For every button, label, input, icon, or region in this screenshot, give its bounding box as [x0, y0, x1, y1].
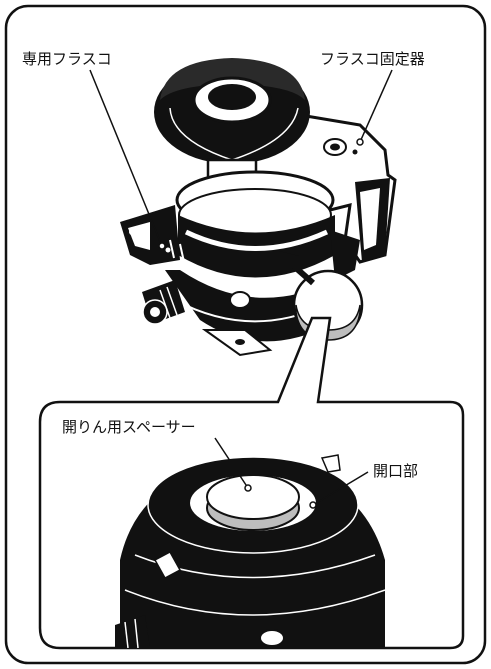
side-fitting [142, 280, 185, 325]
label-opening: 開口部 [373, 462, 418, 480]
flask-assembly-illustration [120, 58, 397, 357]
leader-line-dedicated-flask [89, 69, 163, 247]
label-dedicated-flask: 専用フラスコ [22, 50, 112, 68]
leader-line-flask-holder [359, 69, 393, 143]
label-flask-holder: フラスコ固定器 [320, 50, 425, 68]
insert-arrow-icon [275, 250, 315, 286]
leader-line-spacer [214, 437, 249, 489]
zoomed-flask-illustration [115, 454, 386, 648]
leader-line-opening [312, 471, 369, 506]
label-opening-spacer: 開りん用スペーサー [62, 418, 196, 436]
